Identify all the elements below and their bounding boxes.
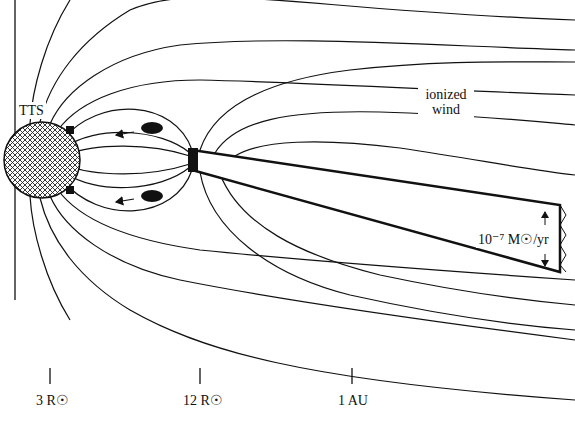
mass-flow-label: 10⁻⁷ M☉/yr (476, 231, 551, 248)
wind-label: ionized wind (418, 86, 474, 119)
scale-label: 1 AU (336, 392, 370, 409)
scale-label: 12 R☉ (181, 392, 225, 409)
star-label: TTS (17, 102, 46, 119)
scale-label: 3 R☉ (34, 392, 71, 409)
